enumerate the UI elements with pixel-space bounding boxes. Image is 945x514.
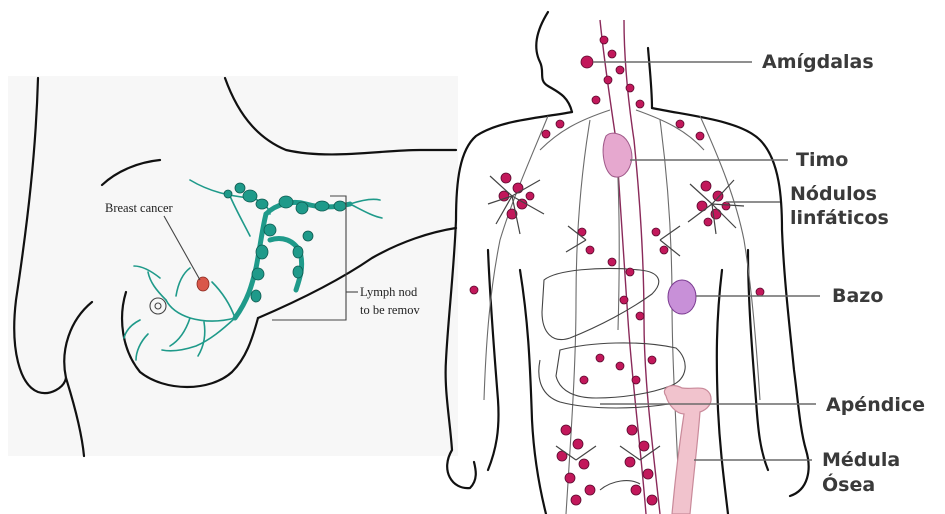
lymph-node-icon (626, 84, 634, 92)
nodulos-label-line1: Nódulos (790, 183, 877, 205)
lymph-node-icon (647, 495, 657, 505)
lymph-node-icon (696, 132, 704, 140)
lymph-node-icon (580, 376, 588, 384)
lymph-node-icon (571, 495, 581, 505)
left-panel-background (8, 76, 458, 456)
lymph-node-icon (713, 191, 723, 201)
nodulos-label-line2: linfáticos (790, 207, 889, 229)
lymph-node-icon (627, 425, 637, 435)
lymph-node-icon (625, 457, 635, 467)
lymph-node-icon (676, 120, 684, 128)
spleen-icon (668, 280, 696, 314)
right-neck-outline (648, 48, 652, 108)
lymph-node-icon (636, 100, 644, 108)
lymph-node-icon (632, 376, 640, 384)
lymph-node-icon (643, 469, 653, 479)
lymph-node-icon (542, 130, 550, 138)
lymph-node-icon (470, 286, 478, 294)
femur-bone-icon (664, 386, 711, 514)
lymph-node-icon (565, 473, 575, 483)
lymph-nodes-label-line2: to be remov (360, 303, 420, 317)
breast-cancer-label: Breast cancer (105, 201, 174, 215)
lymph-node-icon (600, 36, 608, 44)
lymph-node-icon (756, 288, 764, 296)
lymph-nodes-label-line1: Lymph nod (360, 285, 418, 299)
lymph-node-icon (585, 485, 595, 495)
lymph-node-icon (561, 425, 571, 435)
lymph-node-icon (526, 192, 534, 200)
amigdalas-label: Amígdalas (762, 51, 874, 73)
inner-right-arm (748, 250, 768, 470)
medula-label-line2: Ósea (822, 472, 875, 496)
lymph-node-icon (701, 181, 711, 191)
lymphatic-body-panel: Amígdalas Timo Nódulos linfáticos Bazo A… (446, 12, 925, 514)
lymph-node-icon (648, 356, 656, 364)
timo-label: Timo (796, 149, 848, 171)
bazo-label: Bazo (832, 285, 883, 307)
lymph-node-icon (579, 459, 589, 469)
lymph-node-icon (592, 96, 600, 104)
apendice-label: Apéndice (826, 394, 925, 416)
lymph-node-icon (616, 66, 624, 74)
lymph-node-icon (620, 296, 628, 304)
waist-right (717, 270, 728, 514)
head-neck-outline (536, 12, 572, 112)
lymph-node-icon (636, 312, 644, 320)
lymph-node-icon (626, 268, 634, 276)
lymph-node-icon (586, 246, 594, 254)
tonsil-node-icon (581, 56, 593, 68)
lymph-node-icon (501, 173, 511, 183)
liver-outline (542, 268, 659, 339)
lymph-node-icon (573, 439, 583, 449)
lymph-node-icon (556, 120, 564, 128)
thymus-icon (603, 133, 632, 177)
lymph-node-icon (639, 441, 649, 451)
lymph-node-icon (596, 354, 604, 362)
lymph-node-icon (722, 202, 730, 210)
tumor-icon (197, 277, 209, 291)
lymph-node-icon (608, 50, 616, 58)
lymph-node-icon (660, 246, 668, 254)
torso-left-outline (446, 112, 572, 488)
lymph-node-icon (513, 183, 523, 193)
lymph-node-icon (604, 76, 612, 84)
lymph-node-icon (652, 228, 660, 236)
lymph-node-icon (608, 258, 616, 266)
lymph-node-icon (616, 362, 624, 370)
lymph-vessels (484, 20, 760, 514)
breast-illustration-panel: Breast cancer Lymph nod to be remov (8, 76, 458, 456)
medula-label-line1: Médula (822, 449, 900, 471)
lymph-node-icon (704, 218, 712, 226)
lymph-node-icon (631, 485, 641, 495)
